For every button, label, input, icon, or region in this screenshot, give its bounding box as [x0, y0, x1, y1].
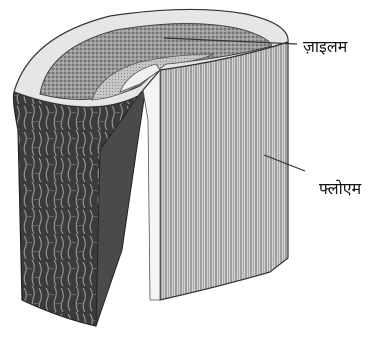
cut-face	[160, 42, 288, 300]
phloem-label: फ्लोएम	[319, 180, 361, 198]
xylem-label: ज़ाइलम	[303, 38, 347, 56]
